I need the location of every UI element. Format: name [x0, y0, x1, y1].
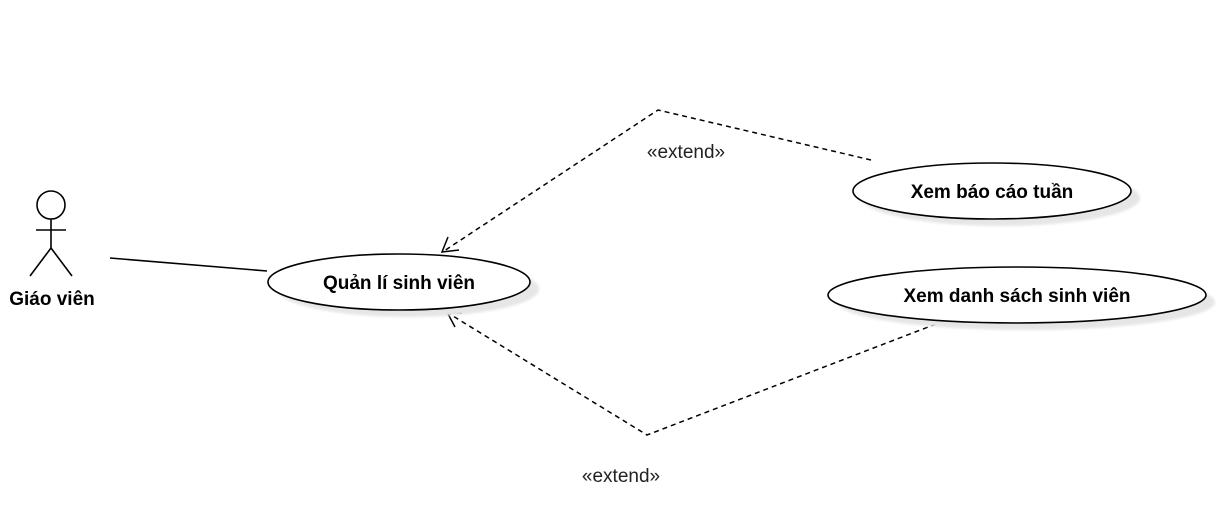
- extend-relation-weekly-report: «extend»: [440, 109, 872, 253]
- extend-relation-student-list: «extend»: [445, 311, 937, 487]
- extend-line: [443, 109, 872, 252]
- use-case-weekly-report[interactable]: Xem báo cáo tuần: [852, 162, 1140, 226]
- actor-teacher[interactable]: Giáo viên: [9, 190, 95, 310]
- use-case-label: Xem báo cáo tuần: [911, 182, 1074, 203]
- association-line: [109, 257, 268, 272]
- use-case-label: Xem danh sách sinh viên: [903, 286, 1130, 307]
- use-case-ellipse: [827, 266, 1207, 324]
- use-case-label: Quản lí sinh viên: [323, 273, 475, 294]
- extend-label: «extend»: [582, 466, 660, 487]
- extend-label: «extend»: [647, 142, 725, 163]
- use-case-student-list[interactable]: Xem danh sách sinh viên: [827, 266, 1215, 330]
- use-case-ellipse: [267, 253, 531, 311]
- use-case-ellipse: [852, 162, 1132, 220]
- actor-label: Giáo viên: [9, 289, 95, 310]
- open-arrowhead-icon: [440, 236, 460, 253]
- stick-figure-icon: [29, 190, 73, 277]
- use-case-manage-students[interactable]: Quản lí sinh viên: [267, 253, 539, 317]
- extend-line: [447, 312, 937, 436]
